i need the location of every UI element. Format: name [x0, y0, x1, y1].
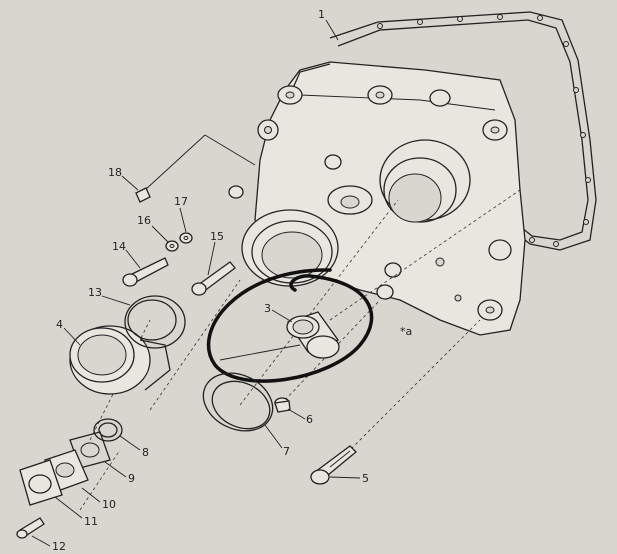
- highlight-circle: [206, 268, 374, 383]
- callout-16: 16: [137, 214, 151, 227]
- plug-part-6: [274, 397, 291, 413]
- callout-labels: 1 3 4 5 6 7 8 9 10 11 12 13 14 15 16 17 …: [52, 8, 412, 553]
- callout-3: 3: [264, 302, 271, 315]
- callout-12: 12: [52, 540, 66, 553]
- bolt-part-14: [122, 257, 169, 287]
- callout-5: 5: [362, 472, 369, 485]
- callout-11: 11: [84, 515, 98, 528]
- cover-housing: [228, 61, 526, 336]
- callout-17: 17: [174, 195, 188, 208]
- callout-7: 7: [283, 445, 290, 458]
- bolt-part-15: [191, 261, 236, 296]
- callout-18: 18: [108, 166, 122, 179]
- seal-ring-part-8: [93, 418, 123, 442]
- callout-15: 15: [210, 230, 224, 243]
- screw-part-12: [16, 517, 45, 539]
- callout-14: 14: [112, 240, 126, 253]
- ring-part-7: [202, 372, 274, 432]
- bolt-part-5: [310, 445, 357, 485]
- callout-leaders: [31, 19, 361, 547]
- callout-10: 10: [102, 498, 116, 511]
- callout-1: 1: [318, 8, 325, 21]
- sleeve-part-3: [286, 311, 340, 359]
- callout-9: 9: [128, 472, 135, 485]
- cover-part-11: [19, 459, 63, 506]
- callout-a: *a: [400, 325, 412, 338]
- callout-4: 4: [56, 318, 63, 331]
- ring-part-13: [124, 295, 186, 349]
- callout-8: 8: [142, 446, 149, 459]
- gasket-part-1: [329, 11, 597, 251]
- plug-part-18: [135, 187, 151, 203]
- seal-part-4: [69, 325, 171, 395]
- callout-13: 13: [88, 286, 102, 299]
- washers-part-16-17: [165, 232, 193, 252]
- callout-6: 6: [306, 413, 313, 426]
